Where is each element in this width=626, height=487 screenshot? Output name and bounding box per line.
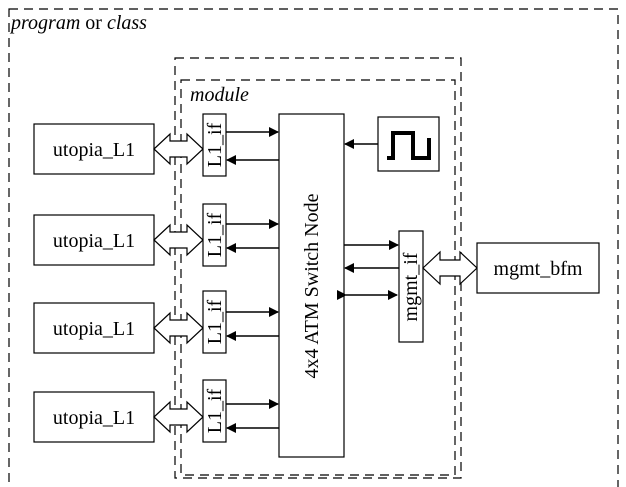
utopia-l1-box-3: [33, 391, 155, 443]
mgmt-if-box: [398, 230, 424, 343]
utopia-l1-label-3: utopia_L1: [53, 407, 135, 429]
atm-switch-node: [278, 113, 345, 458]
l1-if-box-3: [202, 379, 227, 443]
module-boundary-inner: [180, 79, 456, 476]
utopia-l1-label-2: utopia_L1: [53, 318, 135, 340]
l1-if-label-3: L1_if: [204, 388, 226, 433]
atm-switch-node-label: 4x4 ATM Switch Node: [301, 193, 323, 378]
bidir-arrow-3: [153, 400, 204, 434]
mgmt-bidir-arrow: [422, 250, 478, 286]
bidir-arrow-2: [153, 311, 204, 345]
utopia-l1-label-0: utopia_L1: [53, 139, 135, 161]
l1-if-box-2: [202, 290, 227, 354]
bidir-arrow-0: [153, 132, 204, 166]
l1-if-label-0: L1_if: [204, 122, 226, 167]
bidir-arrow-1: [153, 223, 204, 257]
mgmt-bfm-box: [476, 242, 600, 294]
program-boundary: [8, 8, 619, 487]
utopia-l1-box-1: [33, 214, 155, 266]
utopia-l1-box-0: [33, 123, 155, 175]
mgmt-bfm-label: mgmt_bfm: [494, 258, 583, 280]
l1-if-box-0: [202, 113, 227, 177]
clock-waveform-icon: [387, 131, 431, 160]
l1-if-label-1: L1_if: [204, 212, 226, 257]
module-label: module: [190, 84, 249, 106]
utopia-l1-box-2: [33, 302, 155, 354]
utopia-l1-label-1: utopia_L1: [53, 230, 135, 252]
l1-if-label-2: L1_if: [204, 299, 226, 344]
mgmt-if-label: mgmt_if: [400, 252, 422, 321]
l1-if-box-1: [202, 203, 227, 267]
program-class-title: program or class: [9, 12, 147, 34]
